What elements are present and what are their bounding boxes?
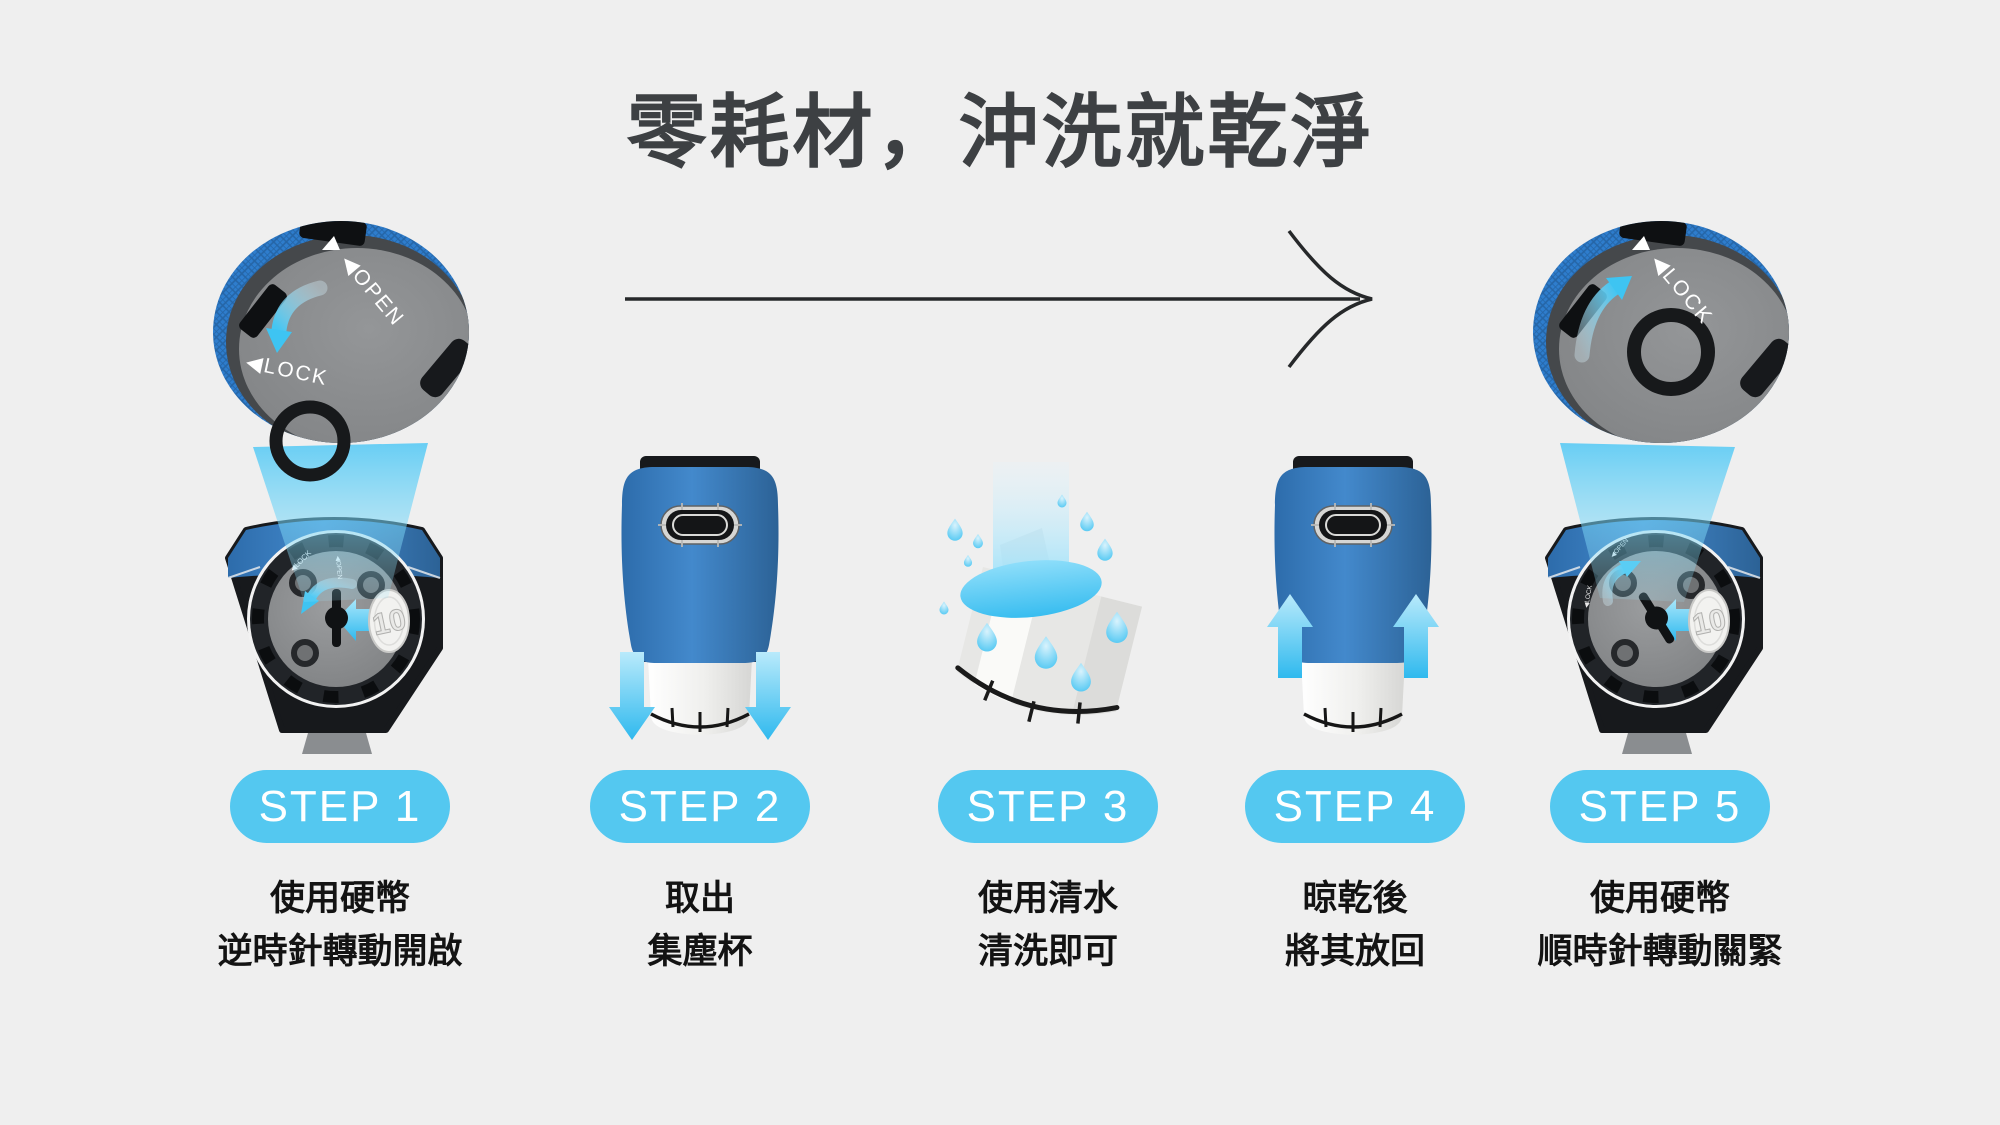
screw-ring bbox=[1627, 308, 1715, 396]
step5-callout-magnifier: ◀LOCK bbox=[1533, 214, 1798, 450]
caption-line: 晾乾後 bbox=[1302, 879, 1408, 918]
step4-illustration bbox=[1267, 454, 1439, 737]
step-caption-4: 晾乾後 將其放回 bbox=[1175, 872, 1535, 978]
caption-line: 使用硬幣 bbox=[1589, 879, 1730, 918]
step1-callout-magnifier: ◀OPEN ◀LOCK bbox=[213, 214, 478, 482]
water-pool bbox=[960, 560, 1102, 618]
pull-out-arrow-icon bbox=[745, 652, 791, 740]
magnifier-beam bbox=[253, 443, 428, 602]
step2-illustration bbox=[609, 454, 791, 740]
step3-illustration bbox=[939, 462, 1143, 730]
step1-illustration: ◀LOCK ◀OPEN ◀OPEN ◀LOCK bbox=[213, 214, 478, 754]
step-caption-1: 使用硬幣 逆時針轉動開啟 bbox=[160, 872, 520, 978]
step-caption-5: 使用硬幣 順時針轉動關緊 bbox=[1480, 872, 1840, 978]
insert-back-arrow-icon bbox=[1393, 594, 1439, 678]
step-caption-3: 使用清水 清洗即可 bbox=[868, 872, 1228, 978]
step-pill-3: STEP 3 bbox=[938, 770, 1158, 843]
caption-line: 將其放回 bbox=[1284, 932, 1425, 971]
rotate-ccw-arrow-icon bbox=[271, 280, 328, 338]
caption-line: 清洗即可 bbox=[977, 932, 1118, 971]
water-stream bbox=[993, 462, 1069, 580]
caption-line: 使用清水 bbox=[977, 879, 1118, 918]
magnifier-beam bbox=[1560, 443, 1735, 602]
rotate-cw-arrow-icon bbox=[1574, 280, 1622, 363]
step-pill-4: STEP 4 bbox=[1245, 770, 1465, 843]
caption-line: 使用硬幣 bbox=[269, 879, 410, 918]
flow-arrow-icon bbox=[625, 229, 1373, 369]
pointer-triangle-icon bbox=[322, 236, 340, 250]
pull-out-arrow-icon bbox=[609, 652, 655, 740]
step-pill-1: STEP 1 bbox=[230, 770, 450, 843]
step-caption-2: 取出 集塵杯 bbox=[520, 872, 880, 978]
pointer-triangle-icon bbox=[1632, 236, 1650, 250]
insert-back-arrow-icon bbox=[1267, 594, 1313, 678]
caption-line: 逆時針轉動開啟 bbox=[217, 932, 463, 971]
step-pill-2: STEP 2 bbox=[590, 770, 810, 843]
screw-ring bbox=[269, 400, 351, 482]
caption-line: 取出 bbox=[664, 879, 735, 918]
step-pill-5: STEP 5 bbox=[1550, 770, 1770, 843]
step5-illustration: ◀OPEN ◀LOCK ◀LOCK bbox=[1533, 214, 1798, 754]
caption-line: 順時針轉動關緊 bbox=[1537, 932, 1783, 971]
caption-line: 集塵杯 bbox=[647, 932, 753, 971]
page-title: 零耗材，沖洗就乾淨 bbox=[626, 88, 1374, 177]
dial-lock-micro-label: ◀LOCK bbox=[1583, 584, 1594, 608]
